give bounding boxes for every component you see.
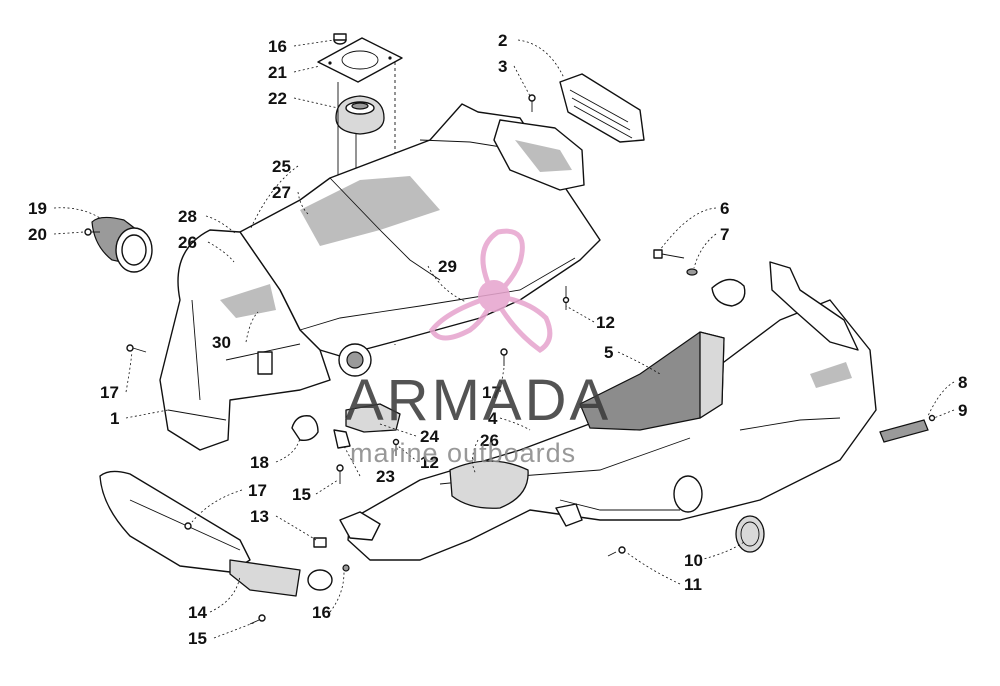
part-18-clip bbox=[291, 415, 319, 442]
callout-20: 20 bbox=[28, 225, 47, 244]
part-rear-bracket bbox=[493, 119, 585, 191]
part-15-bolt-lower bbox=[249, 614, 266, 625]
callout-11: 11 bbox=[684, 575, 702, 594]
part-bracket-lower bbox=[555, 503, 583, 527]
part-pad-right bbox=[711, 278, 746, 307]
callout-9: 9 bbox=[958, 401, 967, 420]
part-7-washer bbox=[686, 268, 698, 276]
callout-28: 28 bbox=[178, 207, 197, 226]
callout-5: 5 bbox=[604, 343, 613, 362]
callout-26-upper: 26 bbox=[178, 233, 197, 252]
watermark-brand: ARMADA bbox=[345, 368, 611, 433]
part-2-vent bbox=[559, 73, 645, 143]
part-21-plate bbox=[317, 37, 403, 83]
callout-14: 14 bbox=[188, 603, 207, 622]
part-13-clip bbox=[313, 537, 327, 548]
part-14-bumper bbox=[99, 470, 301, 597]
part-22-boot bbox=[335, 95, 385, 135]
callout-29: 29 bbox=[438, 257, 457, 276]
callout-17-left: 17 bbox=[100, 383, 119, 402]
part-8-plate bbox=[879, 419, 929, 443]
part-23-bracket bbox=[333, 429, 351, 449]
callout-24: 24 bbox=[420, 427, 439, 446]
part-17-rivet-center bbox=[500, 348, 508, 366]
part-5-foam bbox=[579, 331, 725, 431]
part-17-rivet-lower bbox=[184, 522, 192, 530]
armada-watermark: ARMADA marine outboards bbox=[345, 228, 611, 468]
part-20-screw bbox=[84, 228, 100, 236]
part-16-grommet-lower bbox=[307, 564, 350, 591]
callout-15-lower: 15 bbox=[188, 629, 207, 648]
watermark-tagline: marine outboards bbox=[350, 438, 576, 468]
callout-25: 25 bbox=[272, 157, 291, 176]
part-24-hinge bbox=[345, 403, 401, 433]
part-15-bolt-upper bbox=[336, 464, 344, 484]
callout-7: 7 bbox=[720, 225, 729, 244]
leader-lines bbox=[53, 39, 955, 639]
callout-1: 1 bbox=[110, 409, 119, 428]
callout-3: 3 bbox=[498, 57, 507, 76]
callout-12-lower: 12 bbox=[420, 453, 439, 472]
callout-19: 19 bbox=[28, 199, 47, 218]
part-10-cap bbox=[735, 515, 765, 553]
callout-18: 18 bbox=[250, 453, 269, 472]
part-11-screw bbox=[607, 546, 626, 557]
callout-15-upper: 15 bbox=[292, 485, 311, 504]
part-12-screw-lower bbox=[392, 438, 400, 456]
callout-21: 21 bbox=[268, 63, 287, 82]
part-30-louver bbox=[257, 351, 273, 375]
callout-16-lower: 16 bbox=[312, 603, 331, 622]
callout-13: 13 bbox=[250, 507, 269, 526]
propeller-logo-icon bbox=[429, 228, 553, 354]
part-3-screw bbox=[528, 94, 536, 112]
callout-17-lower: 17 bbox=[248, 481, 267, 500]
callout-27: 27 bbox=[272, 183, 291, 202]
part-hitch bbox=[339, 511, 381, 541]
part-9-screw bbox=[928, 414, 936, 422]
callout-10: 10 bbox=[684, 551, 703, 570]
callout-8: 8 bbox=[958, 373, 967, 392]
callout-17-center: 17 bbox=[482, 383, 501, 402]
callout-22: 22 bbox=[268, 89, 287, 108]
callout-16-top: 16 bbox=[268, 37, 287, 56]
callout-labels: 16 21 22 2 3 25 27 19 20 28 26 6 7 29 12… bbox=[28, 31, 967, 648]
callout-2: 2 bbox=[498, 31, 507, 50]
part-16-grommet-top bbox=[333, 33, 347, 45]
callout-26-lower: 26 bbox=[480, 431, 499, 450]
part-6-bolt bbox=[653, 249, 685, 259]
part-17-rivet-left bbox=[126, 344, 147, 353]
callout-30: 30 bbox=[212, 333, 231, 352]
callout-6: 6 bbox=[720, 199, 729, 218]
callout-23: 23 bbox=[376, 467, 395, 486]
callout-12-right: 12 bbox=[596, 313, 615, 332]
part-19-cone bbox=[91, 216, 153, 273]
callout-4: 4 bbox=[488, 409, 498, 428]
